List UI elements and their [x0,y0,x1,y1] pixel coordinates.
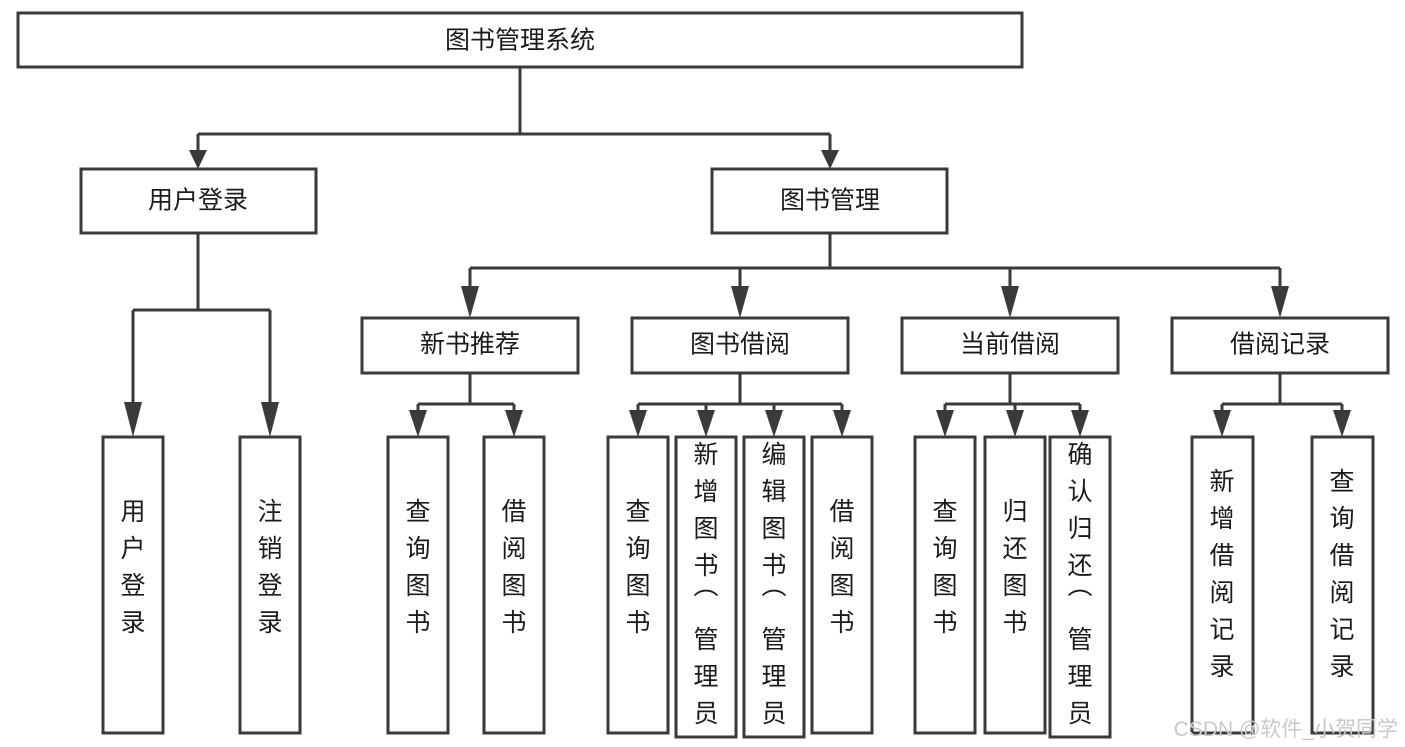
node-leaf-query-record[interactable]: 查询借阅记录 [1310,435,1375,735]
arrow-head-book-management [821,150,839,169]
node-leaf-confirm-return-label: 确认归还⌒管理员⌣ [1067,441,1092,747]
arrow-head-borrow-record [1271,286,1289,318]
csdn-watermark: CSDN @软件_小贺同学 [1174,718,1398,741]
arrow-head-leaf-borrow-book-2 [833,410,851,437]
node-new-book-recommend-label: 新书推荐 [420,331,520,359]
arrow-head-leaf-query-book-1 [409,410,427,437]
node-leaf-user-login-box[interactable] [101,435,165,735]
node-user-login-box[interactable] [79,167,318,235]
arrow-head-current-borrow [1001,286,1019,318]
node-leaf-borrow-book-2-box[interactable] [810,435,874,735]
node-borrow-record-box[interactable] [1170,316,1390,375]
node-leaf-borrow-book-1[interactable]: 借阅图书 [482,435,546,735]
arrow-head-user-login [189,150,207,169]
node-leaf-borrow-book-2-label: 借阅图书 [829,498,854,637]
node-current-borrow-box[interactable] [900,316,1120,375]
node-current-borrow[interactable]: 当前借阅 [900,316,1120,375]
node-book-management[interactable]: 图书管理 [710,167,949,235]
node-book-management-label: 图书管理 [780,187,880,215]
node-leaf-query-record-label: 查询借阅记录 [1329,468,1354,681]
node-root[interactable]: 图书管理系统 [16,11,1024,69]
arrow-head-leaf-add-record [1213,410,1231,437]
node-new-book-recommend[interactable]: 新书推荐 [360,316,580,375]
arrow-head-leaf-logout-login [261,402,279,437]
node-leaf-edit-book[interactable]: 编辑图书⌒管理员⌣ [742,435,806,747]
node-leaf-logout-login-label: 注销登录 [257,498,282,637]
arrow-head-leaf-query-book-3 [936,410,954,437]
node-current-borrow-label: 当前借阅 [960,331,1060,359]
arrow-head-leaf-edit-book [765,410,783,437]
node-book-borrow-label: 图书借阅 [690,331,790,359]
node-leaf-borrow-book-1-label: 借阅图书 [501,498,526,637]
node-book-management-box[interactable] [710,167,949,235]
node-leaf-return-book-box[interactable] [983,435,1047,735]
node-leaf-query-book-3-box[interactable] [913,435,977,735]
node-leaf-query-record-box[interactable] [1310,435,1375,735]
node-leaf-add-record[interactable]: 新增借阅记录 [1190,435,1255,735]
arrow-head-book-borrow [731,286,749,318]
node-leaf-query-book-3-label: 查询图书 [932,498,957,637]
arrow-head-new-book-recommend [461,286,479,318]
node-leaf-return-book-label: 归还图书 [1002,498,1027,637]
arrow-head-leaf-return-book [1006,410,1024,437]
node-book-borrow[interactable]: 图书借阅 [630,316,850,375]
node-leaf-borrow-book-1-box[interactable] [482,435,546,735]
node-borrow-record-label: 借阅记录 [1230,331,1330,359]
node-leaf-add-record-label: 新增借阅记录 [1209,468,1234,681]
node-leaf-edit-book-label: 编辑图书⌒管理员⌣ [761,441,786,747]
node-new-book-recommend-box[interactable] [360,316,580,375]
connector-layer [124,67,1351,437]
node-leaf-query-book-3[interactable]: 查询图书 [913,435,977,735]
arrow-head-leaf-query-book-2 [629,410,647,437]
arrow-head-leaf-borrow-book-1 [505,410,523,437]
node-user-login-label: 用户登录 [148,187,248,215]
node-leaf-query-book-1-box[interactable] [386,435,450,735]
node-leaf-add-record-box[interactable] [1190,435,1255,735]
node-leaf-query-book-1[interactable]: 查询图书 [386,435,450,735]
node-leaf-user-login[interactable]: 用户登录 [101,435,165,735]
node-leaf-query-book-2-label: 查询图书 [625,498,650,637]
arrow-head-leaf-user-login [124,402,142,437]
arrow-head-leaf-confirm-return [1071,410,1089,437]
node-leaf-confirm-return-box[interactable] [1048,435,1112,739]
node-leaf-return-book[interactable]: 归还图书 [983,435,1047,735]
node-root-box[interactable] [16,11,1024,69]
node-leaf-logout-login[interactable]: 注销登录 [238,435,302,735]
node-borrow-record[interactable]: 借阅记录 [1170,316,1390,375]
node-leaf-edit-book-box[interactable] [742,435,806,739]
node-leaf-query-book-2[interactable]: 查询图书 [606,435,670,735]
node-leaf-borrow-book-2[interactable]: 借阅图书 [810,435,874,735]
arrow-head-leaf-query-record [1333,410,1351,437]
arrow-head-leaf-add-book [697,410,715,437]
node-leaf-add-book-label: 新增图书⌒管理员⌣ [693,441,718,747]
node-leaf-add-book-box[interactable] [674,435,738,739]
node-book-borrow-box[interactable] [630,316,850,375]
node-user-login[interactable]: 用户登录 [79,167,318,235]
node-root-label: 图书管理系统 [445,27,595,55]
node-leaf-query-book-2-box[interactable] [606,435,670,735]
node-leaf-user-login-label: 用户登录 [120,498,145,637]
node-leaf-query-book-1-label: 查询图书 [405,498,430,637]
node-leaf-add-book[interactable]: 新增图书⌒管理员⌣ [674,435,738,747]
node-leaf-logout-login-box[interactable] [238,435,302,735]
node-leaf-confirm-return[interactable]: 确认归还⌒管理员⌣ [1048,435,1112,747]
